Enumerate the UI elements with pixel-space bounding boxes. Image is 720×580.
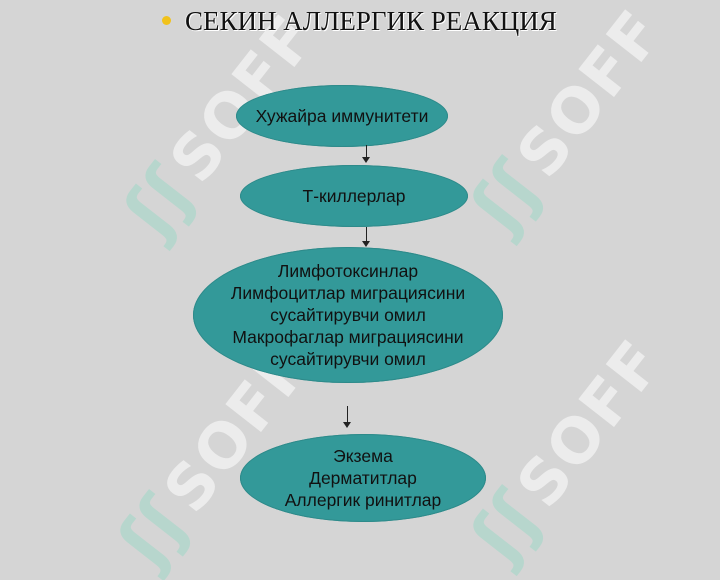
node-cell-immunity: Хужайра иммунитети	[236, 85, 448, 147]
node-line: Т-киллерлар	[302, 186, 406, 206]
node-line: Хужайра иммунитети	[255, 106, 429, 126]
node-line: Макрофаглар миграциясини	[232, 327, 464, 347]
slide-title: СЕКИН АЛЛЕРГИК РЕАКЦИЯ	[162, 6, 557, 37]
node-line: сусайтирувчи омил	[270, 305, 426, 325]
arrow-down-icon	[342, 406, 354, 428]
arrow-down-icon	[361, 145, 373, 163]
arrow-down-icon	[361, 227, 373, 247]
node-line: Лимфотоксинлар	[277, 261, 419, 281]
node-t-killers: Т-киллерлар	[240, 165, 468, 227]
bullet-icon	[162, 16, 171, 26]
node-line: сусайтирувчи омил	[270, 349, 426, 369]
slide-title-text: СЕКИН АЛЛЕРГИК РЕАКЦИЯ	[185, 6, 557, 36]
node-line: Лимфоцитлар миграциясини	[230, 283, 466, 303]
node-line: Аллергик ринитлар	[284, 490, 442, 510]
node-line: Экзема	[333, 446, 393, 466]
node-line: Дерматитлар	[309, 468, 417, 488]
watermark-soff-4: ʃʃSOFF	[455, 325, 677, 576]
